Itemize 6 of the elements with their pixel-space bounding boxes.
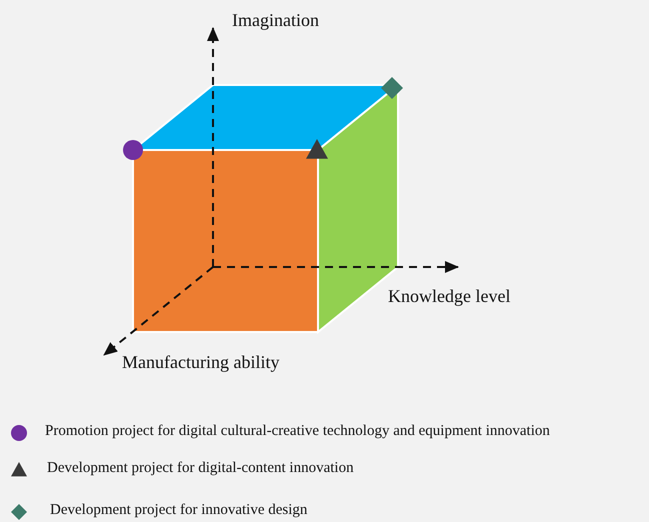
legend-text: Development project for innovative design <box>50 502 308 519</box>
legend-text: Promotion project for digital cultural-creative technology and equipment innovation <box>45 423 550 440</box>
legend-text: Development project for digital-content innovation <box>47 460 354 477</box>
axis-label: Imagination <box>232 10 319 31</box>
axis-label: Manufacturing ability <box>122 352 280 373</box>
axis-label: Knowledge level <box>388 286 510 307</box>
